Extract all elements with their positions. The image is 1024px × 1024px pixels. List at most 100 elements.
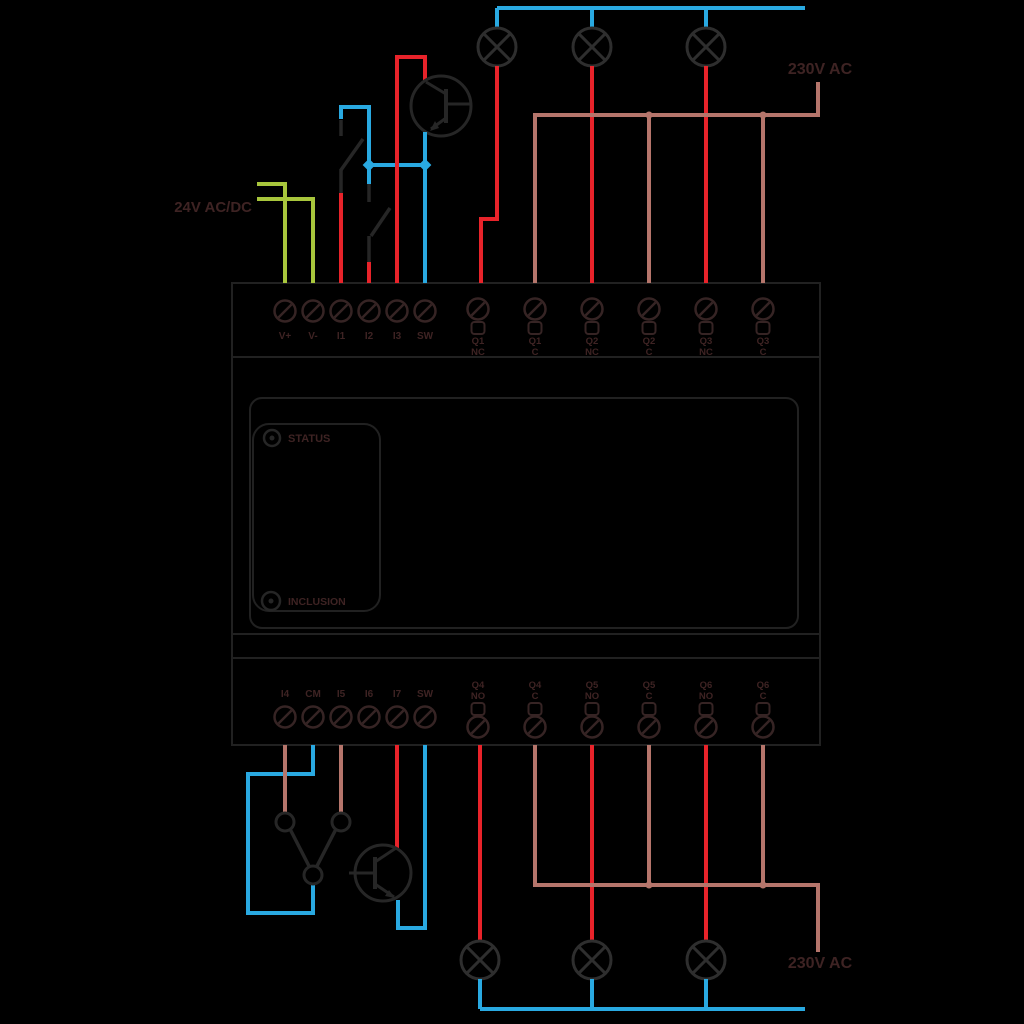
junction-dot bbox=[645, 111, 653, 119]
terminal-label: Q4 bbox=[472, 680, 485, 691]
supply-label-top: 230V AC bbox=[788, 61, 853, 78]
junction-dot bbox=[645, 881, 653, 889]
screw-terminal-icon bbox=[466, 297, 490, 321]
terminal-label: SW bbox=[417, 689, 434, 700]
wire-clamp-icon bbox=[584, 321, 600, 335]
screw-terminal-icon bbox=[329, 705, 353, 729]
terminal-label: Q6 bbox=[700, 680, 713, 691]
wire-supply-plus bbox=[257, 182, 287, 283]
terminal-label: C bbox=[760, 347, 767, 358]
lamp-icon bbox=[476, 26, 518, 68]
wire-clamp-icon bbox=[584, 702, 600, 716]
terminal-label: V+ bbox=[279, 331, 292, 342]
wire-supply-minus bbox=[257, 197, 315, 283]
screw-terminal-icon bbox=[751, 715, 775, 739]
screw-terminal-icon bbox=[413, 705, 437, 729]
screw-terminal-icon bbox=[523, 297, 547, 321]
terminal-label: Q3 bbox=[757, 336, 770, 347]
transistor-icon bbox=[349, 843, 413, 903]
wire-clamp-icon bbox=[470, 321, 486, 335]
terminal-label: Q2 bbox=[643, 336, 656, 347]
terminal-label: C bbox=[532, 691, 539, 702]
terminal-label: I5 bbox=[337, 689, 346, 700]
top-lamp-circuit: 230V AC bbox=[476, 6, 853, 283]
terminal-label: C bbox=[760, 691, 767, 702]
screw-terminal-icon bbox=[694, 715, 718, 739]
terminal-group-bottom-right: Q4 NO Q4 C Q5 NO Q5 C Q6 NO Q6 C bbox=[466, 680, 775, 739]
terminal-label: I6 bbox=[365, 689, 374, 700]
terminal-label: NC bbox=[585, 347, 599, 358]
wire-clamp-icon bbox=[755, 702, 771, 716]
screw-terminal-icon bbox=[751, 297, 775, 321]
screw-terminal-icon bbox=[413, 299, 437, 323]
screw-terminal-icon bbox=[385, 705, 409, 729]
status-label: STATUS bbox=[288, 433, 330, 445]
bottom-input-circuit bbox=[246, 745, 427, 930]
switch1-blade bbox=[339, 137, 365, 172]
screw-terminal-icon bbox=[301, 705, 325, 729]
terminal-group-top-left: V+ V- I1 I2 I3 SW bbox=[273, 299, 437, 342]
screw-terminal-icon bbox=[273, 299, 297, 323]
terminal-label: NO bbox=[699, 691, 713, 702]
terminal-label: CM bbox=[305, 689, 321, 700]
terminal-label: Q1 bbox=[472, 336, 485, 347]
terminal-label: I7 bbox=[393, 689, 402, 700]
inclusion-label: INCLUSION bbox=[288, 596, 346, 608]
wire-common-loop bbox=[246, 745, 315, 915]
wire-clamp-icon bbox=[698, 702, 714, 716]
terminal-label: V- bbox=[308, 331, 317, 342]
terminal-label: NO bbox=[471, 691, 485, 702]
wire-clamp-icon bbox=[698, 321, 714, 335]
screw-terminal-icon bbox=[637, 715, 661, 739]
screw-terminal-icon bbox=[357, 299, 381, 323]
transistor-icon bbox=[409, 74, 473, 138]
junction-dot bbox=[362, 158, 376, 172]
terminal-label: I4 bbox=[281, 689, 290, 700]
module-faceplate bbox=[249, 397, 799, 629]
inclusion-button-icon bbox=[260, 590, 282, 612]
module-outline bbox=[231, 282, 821, 746]
terminal-label: Q3 bbox=[700, 336, 713, 347]
din-module-body: STATUS INCLUSION bbox=[231, 282, 821, 746]
terminal-label: I1 bbox=[337, 331, 346, 342]
terminal-label: Q4 bbox=[529, 680, 542, 691]
wire-switch1-common bbox=[339, 105, 371, 165]
lamp-icon bbox=[571, 26, 613, 68]
screw-terminal-icon bbox=[385, 299, 409, 323]
wire-clamp-icon bbox=[641, 321, 657, 335]
wire-lamp1-live bbox=[479, 66, 499, 283]
terminal-label: C bbox=[532, 347, 539, 358]
screw-terminal-icon bbox=[580, 297, 604, 321]
switch4-blade bbox=[315, 828, 338, 867]
wire-clamp-icon bbox=[527, 702, 543, 716]
wire-live-bus-top bbox=[533, 82, 820, 283]
terminal-label: I3 bbox=[393, 331, 402, 342]
screw-terminal-icon bbox=[694, 297, 718, 321]
terminal-label: Q5 bbox=[643, 680, 656, 691]
screw-terminal-icon bbox=[301, 299, 325, 323]
screw-terminal-icon bbox=[580, 715, 604, 739]
wire-clamp-icon bbox=[755, 321, 771, 335]
terminal-group-top-right: Q1 NC Q1 C Q2 NC Q2 C Q3 NC Q3 C bbox=[466, 297, 775, 358]
switch2-blade bbox=[369, 207, 392, 237]
terminal-label: C bbox=[646, 347, 653, 358]
screw-terminal-icon bbox=[637, 297, 661, 321]
junction-dot bbox=[759, 111, 767, 119]
junction-dot bbox=[759, 881, 767, 889]
bottom-lamp-circuit: 230V AC bbox=[459, 745, 853, 1011]
terminal-label: C bbox=[646, 691, 653, 702]
screw-terminal-icon bbox=[523, 715, 547, 739]
terminal-label: SW bbox=[417, 331, 434, 342]
terminal-group-bottom-left: I4 CM I5 I6 I7 SW bbox=[273, 689, 437, 729]
lamp-icon bbox=[685, 939, 727, 981]
screw-terminal-icon bbox=[357, 705, 381, 729]
terminal-label: Q6 bbox=[757, 680, 770, 691]
wire-live-bus-bottom bbox=[533, 745, 820, 952]
switch4-contact bbox=[330, 811, 352, 833]
wire-clamp-icon bbox=[527, 321, 543, 335]
screw-terminal-icon bbox=[329, 299, 353, 323]
top-input-circuit: 24V AC/DC bbox=[174, 55, 473, 283]
switch-common-contact bbox=[302, 864, 324, 886]
